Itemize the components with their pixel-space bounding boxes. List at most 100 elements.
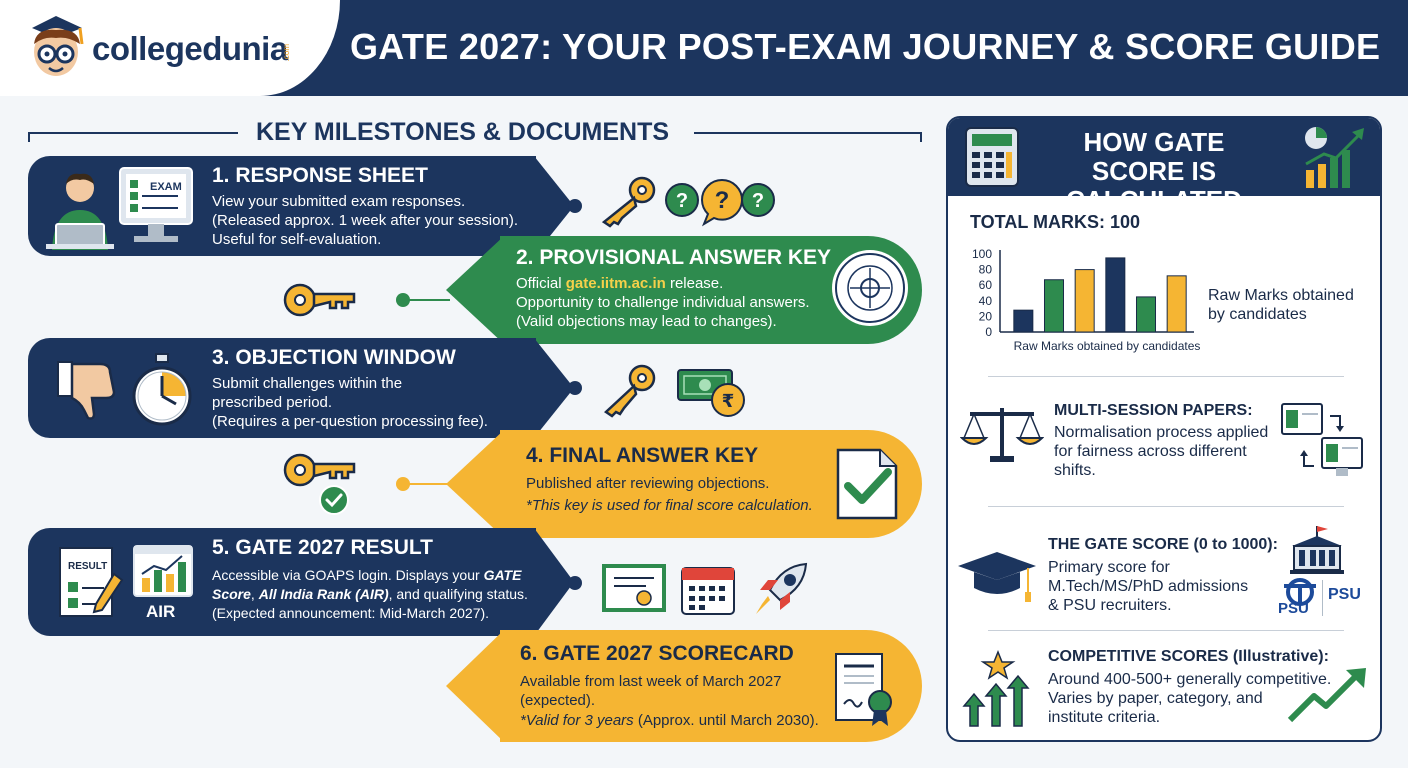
svg-text:?: ? [676, 190, 688, 212]
milestone-text: View your submitted exam responses. [212, 193, 466, 210]
milestone-title: 4. FINAL ANSWER KEY [526, 444, 759, 467]
result-document-icon [59, 547, 124, 617]
heading-tick-right [920, 132, 922, 142]
air-label: AIR [146, 602, 176, 621]
connector-dot [396, 293, 410, 307]
rocket-icon [756, 562, 808, 614]
milestone-note: *Valid for 3 years (Approx. until March … [520, 711, 819, 730]
score-panel: HOW GATE SCORE IS CALCULATED TOTAL MARKS… [946, 116, 1382, 742]
divider [988, 506, 1344, 507]
logo-text: collegedunia [92, 30, 288, 67]
info-text: Primary score for [1048, 559, 1170, 576]
card-arrow [534, 528, 574, 636]
trend-arrow-icon [1287, 668, 1366, 723]
bar [1135, 296, 1157, 333]
psu-label: PSU [1278, 600, 1309, 617]
calculator-icon [965, 127, 1019, 187]
milestone-text-part: , and qualifying status. [388, 586, 528, 602]
milestone-text: (expected). [520, 692, 596, 709]
milestone-text: (Requires a per-question processing fee)… [212, 413, 488, 430]
psu-divider [1322, 580, 1323, 616]
connector-dot [568, 199, 582, 213]
stopwatch-icon [132, 353, 192, 426]
logo[interactable]: collegedunia .com [0, 0, 340, 96]
milestone-text-em: GATE [483, 567, 522, 583]
milestone-note: *This key is used for final score calcul… [526, 497, 813, 514]
info-text: & PSU recruiters. [1048, 597, 1172, 614]
question-bubbles-icon: ? ? ? [665, 179, 775, 227]
milestones-heading: KEY MILESTONES & DOCUMENTS [28, 118, 922, 148]
milestone-title: 1. RESPONSE SHEET [212, 164, 428, 187]
milestone-text-em: All India Rank (AIR) [258, 586, 389, 602]
info-text: shifts. [1054, 462, 1096, 479]
x-axis-label: Raw Marks obtained by candidates [1014, 339, 1201, 353]
milestone-text: Opportunity to challenge individual answ… [516, 294, 810, 311]
milestone-text: Official gate.iitm.ac.in release. [516, 274, 723, 293]
milestone-card-result: RESULT AIR 5. GATE 2027 RESULT Accessibl… [28, 528, 536, 636]
svg-text:?: ? [752, 190, 764, 212]
connector-dot [568, 576, 582, 590]
info-title: THE GATE SCORE (0 to 1000): [1048, 536, 1278, 553]
card-arrow [534, 338, 574, 438]
y-tick-label: 20 [979, 309, 993, 323]
header-banner: collegedunia .com GATE 2027: YOUR POST-E… [0, 0, 1408, 96]
psu-logo-icon [1284, 578, 1316, 606]
info-text: Varies by paper, category, and [1048, 690, 1263, 707]
score-panel-title: HOW GATE SCORE IS CALCULATED [1066, 127, 1242, 215]
milestones-heading-text: KEY MILESTONES & DOCUMENTS [256, 118, 670, 146]
logo-suffix: .com [282, 44, 291, 62]
milestone-text: prescribed period. [212, 394, 333, 411]
milestone-card-response-sheet: EXAM 1. RESPONSE SHEET View your submitt… [28, 156, 536, 256]
exam-label: EXAM [150, 181, 182, 193]
milestone-card-scorecard: 6. GATE 2027 SCORECARD Available from la… [500, 630, 922, 742]
milestone-title: 6. GATE 2027 SCORECARD [520, 642, 794, 665]
bar [1043, 279, 1065, 333]
institute-building-icon [1290, 526, 1344, 574]
milestone-text: Score, All India Rank (AIR), and qualify… [212, 585, 528, 604]
svg-text:₹: ₹ [722, 391, 735, 412]
card-arrow [446, 430, 504, 538]
milestone-text: (Valid objections may lead to changes). [516, 313, 777, 330]
divider [988, 630, 1344, 631]
connector-line [560, 205, 574, 207]
sync-screens-icon [1281, 403, 1363, 476]
key-icon [601, 176, 656, 228]
y-tick-label: 80 [979, 263, 993, 277]
bar [1166, 275, 1187, 333]
milestone-card-final-key: 4. FINAL ANSWER KEY Published after revi… [500, 430, 922, 538]
bar [1074, 269, 1095, 333]
heading-tick-left [28, 132, 30, 142]
milestone-text: Accessible via GOAPS login. Displays you… [212, 566, 521, 585]
milestone-text-part: Accessible via GOAPS login. Displays you… [212, 567, 484, 583]
card-arrow [534, 156, 574, 256]
page-title: GATE 2027: YOUR POST-EXAM JOURNEY & SCOR… [350, 26, 1381, 67]
score-panel-header: HOW GATE SCORE IS CALCULATED [948, 118, 1380, 215]
info-text: Normalisation process applied [1054, 424, 1269, 441]
milestone-text: (Expected announcement: Mid-March 2027). [212, 605, 490, 621]
milestone-card-objection-window: 3. OBJECTION WINDOW Submit challenges wi… [28, 338, 536, 438]
milestone-card-provisional-key: 2. PROVISIONAL ANSWER KEY Official gate.… [500, 236, 922, 344]
heading-rule-left [28, 132, 238, 134]
scorecard-icon [835, 653, 892, 726]
connector-line [560, 387, 574, 389]
graduation-cap-icon [958, 552, 1036, 602]
connector-line [404, 483, 450, 485]
heading-rule-right [694, 132, 922, 134]
info-title: MULTI-SESSION PAPERS: [1054, 402, 1253, 419]
info-text: for fairness across different [1054, 443, 1247, 460]
y-tick-label: 60 [979, 278, 993, 292]
connector-dot [396, 477, 410, 491]
official-website-link[interactable]: gate.iitm.ac.in [565, 275, 666, 292]
document-check-icon [836, 448, 898, 520]
rank-chart-icon [133, 545, 193, 597]
milestone-text: Submit challenges within the [212, 375, 403, 392]
info-text: M.Tech/MS/PhD admissions [1048, 578, 1249, 595]
rising-arrows-icon [962, 649, 1030, 727]
milestone-title: 2. PROVISIONAL ANSWER KEY [516, 246, 832, 269]
milestone-note-em: *Valid for 3 years [520, 712, 634, 729]
thumbs-down-icon [57, 361, 116, 420]
milestone-text-prefix: Official [516, 275, 566, 292]
card-arrow [446, 236, 504, 344]
card-arrow [446, 630, 504, 742]
